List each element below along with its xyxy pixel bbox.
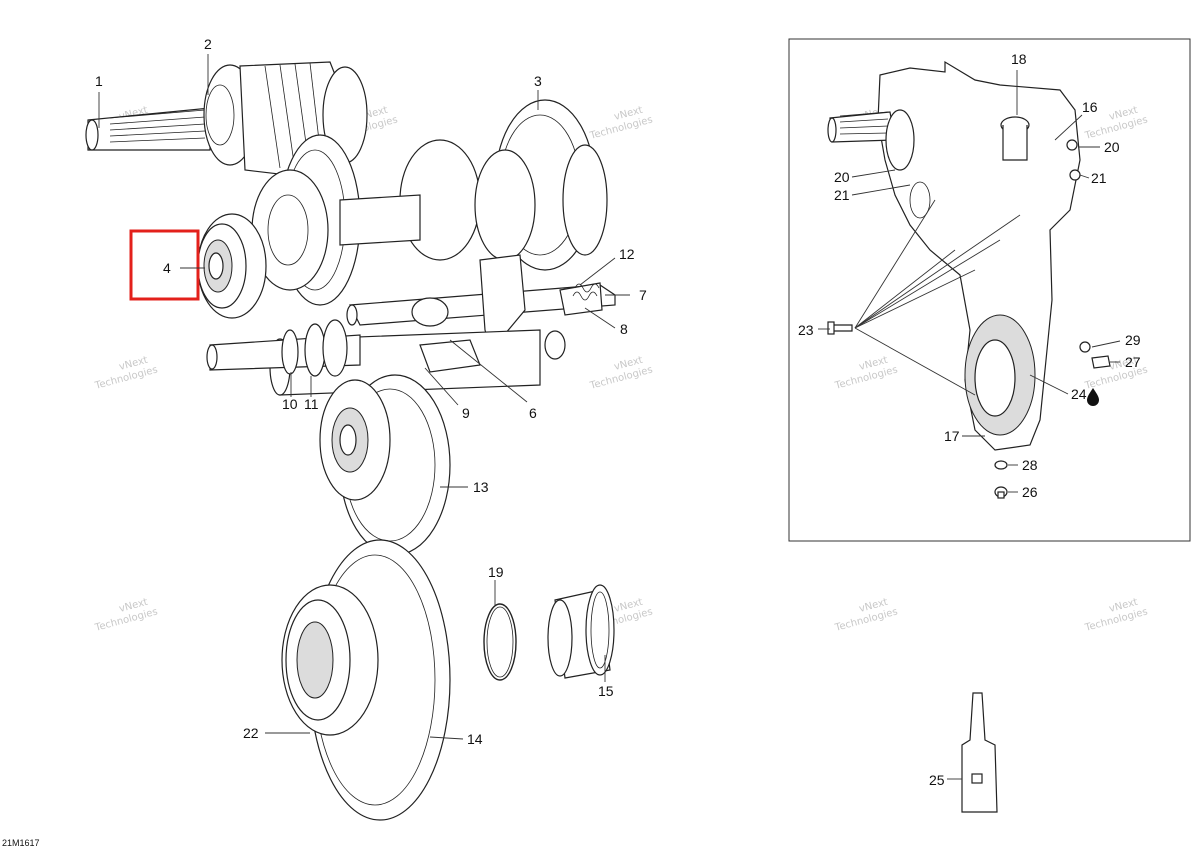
- callout-24[interactable]: 24: [1071, 386, 1087, 402]
- callout-4[interactable]: 4: [163, 260, 171, 276]
- part-gear-13[interactable]: [319, 374, 451, 556]
- callout-8[interactable]: 8: [620, 321, 628, 337]
- part-output-shaft[interactable]: [206, 319, 361, 377]
- callout-10[interactable]: 10: [282, 396, 298, 412]
- callout-27[interactable]: 27: [1125, 354, 1141, 370]
- callout-7[interactable]: 7: [639, 287, 647, 303]
- watermark: vNext Technologies: [588, 355, 654, 392]
- callout-12[interactable]: 12: [619, 246, 635, 262]
- callout-29[interactable]: 29: [1125, 332, 1141, 348]
- inset-assembly-view: [788, 38, 1191, 542]
- callout-3[interactable]: 3: [534, 73, 542, 89]
- callout-17[interactable]: 17: [944, 428, 960, 444]
- callouts: 1 2 3 4 6 7 8 9 10 11 12 13 14 15 19 22 …: [95, 36, 1141, 788]
- part-washer-28[interactable]: [994, 460, 1008, 470]
- callout-28[interactable]: 28: [1022, 457, 1038, 473]
- watermark: vNext Technologies: [93, 597, 159, 634]
- diagram-code: 21M1617: [2, 838, 40, 848]
- callout-6[interactable]: 6: [529, 405, 537, 421]
- oil-drop-icon: [1087, 388, 1099, 406]
- watermark: vNext Technologies: [833, 597, 899, 634]
- part-gear-14[interactable]: [281, 539, 451, 821]
- part-bolt-29[interactable]: [1079, 341, 1091, 353]
- part-housing[interactable]: [827, 60, 1081, 451]
- leader-lines: [98, 54, 630, 740]
- callout-15[interactable]: 15: [598, 683, 614, 699]
- callout-18[interactable]: 18: [1011, 51, 1027, 67]
- watermark: vNext Technologies: [833, 355, 899, 392]
- callout-19[interactable]: 19: [488, 564, 504, 580]
- callout-9[interactable]: 9: [462, 405, 470, 421]
- part-drain-plug-26[interactable]: [994, 486, 1008, 499]
- highlight-box: [129, 229, 200, 301]
- callout-21-right[interactable]: 21: [1091, 170, 1107, 186]
- callout-14[interactable]: 14: [467, 731, 483, 747]
- callout-20-right[interactable]: 20: [1104, 139, 1120, 155]
- watermark: vNext Technologies: [588, 105, 654, 142]
- part-oil-bottle[interactable]: [961, 692, 998, 813]
- part-bushing[interactable]: [547, 584, 615, 679]
- callout-13[interactable]: 13: [473, 479, 489, 495]
- callout-21-left[interactable]: 21: [834, 187, 850, 203]
- part-plug-27[interactable]: [1091, 355, 1111, 369]
- callout-25[interactable]: 25: [929, 772, 945, 788]
- leader-lines-inset-labels: [818, 70, 1121, 780]
- part-bolt-23[interactable]: [827, 321, 853, 335]
- leader-lines-inset: [854, 199, 1021, 396]
- callout-1[interactable]: 1: [95, 73, 103, 89]
- callout-20-left[interactable]: 20: [834, 169, 850, 185]
- callout-2[interactable]: 2: [204, 36, 212, 52]
- watermark: vNext Technologies: [1083, 597, 1149, 634]
- part-bearing[interactable]: [197, 213, 267, 319]
- callout-11[interactable]: 11: [304, 396, 319, 412]
- callout-22[interactable]: 22: [243, 725, 259, 741]
- part-gear-cluster[interactable]: [251, 99, 608, 306]
- callout-16[interactable]: 16: [1082, 99, 1098, 115]
- callout-26[interactable]: 26: [1022, 484, 1038, 500]
- part-o-ring[interactable]: [483, 603, 517, 681]
- watermark: vNext Technologies: [93, 355, 159, 392]
- callout-23[interactable]: 23: [798, 322, 814, 338]
